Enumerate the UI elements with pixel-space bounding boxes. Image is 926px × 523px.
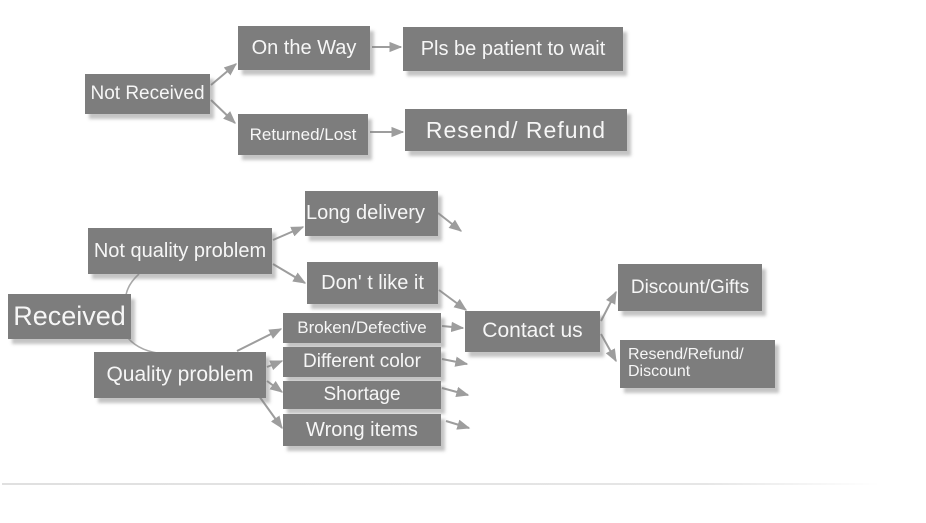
node-label: Not quality problem [93, 239, 267, 262]
node-label: Contact us [482, 319, 583, 343]
node-label: Don' t like it [321, 271, 424, 294]
arrow-differentcolor-contactus [441, 356, 469, 367]
arrow-longdelivery-contactus [437, 212, 463, 232]
node-dont-like-it: Don' t like it [307, 262, 438, 304]
node-label: On the Way [251, 36, 357, 59]
arrow-shortage-contactus [441, 386, 470, 397]
node-not-received: Not Received [85, 74, 210, 114]
node-label: Shortage [323, 384, 401, 406]
node-resend-refund: Resend/ Refund [405, 109, 627, 151]
node-resend-refund-discount: Resend/Refund/ Discount [620, 340, 775, 388]
arrow-quality-shortage [266, 380, 284, 393]
node-label: Long delivery [306, 202, 425, 224]
node-on-the-way: On the Way [238, 26, 370, 70]
node-different-color: Different color [283, 347, 441, 377]
arrow-notquality-longdelivery [272, 226, 305, 241]
node-label: Wrong items [306, 418, 418, 441]
node-label-line2: Discount [628, 363, 691, 380]
arrow-broken-contactus [441, 321, 465, 333]
node-label: Resend/ Refund [425, 116, 607, 143]
node-label: Returned/Lost [249, 124, 357, 144]
connector-received-notqualityproblem [125, 273, 140, 296]
arrow-notquality-dontlikeit [272, 263, 307, 284]
node-label: Not Received [90, 83, 205, 105]
node-pls-be-patient-to-wait: Pls be patient to wait [403, 27, 623, 71]
node-discount-gifts: Discount/Gifts [618, 264, 762, 311]
node-broken-defective: Broken/Defective [283, 313, 441, 343]
node-label: Discount/Gifts [630, 276, 750, 298]
node-label-line1: Resend/Refund/ [628, 346, 744, 364]
node-received: Received [8, 294, 131, 339]
node-label: Different color [303, 351, 421, 373]
node-label: Received [13, 301, 126, 332]
node-label: Quality problem [106, 362, 254, 386]
node-wrong-items: Wrong items [283, 414, 441, 446]
arrow-contactus-discountgifts [600, 290, 617, 322]
arrow-dontlikeit-contactus [438, 289, 468, 311]
arrow-notreceived-returnedlost [210, 99, 236, 124]
node-not-quality-problem: Not quality problem [88, 228, 272, 274]
node-quality-problem: Quality problem [94, 352, 266, 398]
node-label: Pls be patient to wait [420, 37, 606, 60]
arrow-wrongitems-contactus [445, 419, 471, 430]
arrow-quality-wrongitems [258, 395, 283, 430]
node-label: Broken/Defective [297, 318, 427, 338]
arrow-contactus-resendrefunddiscount [600, 333, 617, 363]
arrow-quality-differentcolor [266, 360, 284, 371]
node-long-delivery: Long delivery [305, 191, 438, 236]
page-bottom-edge-line [2, 483, 880, 485]
node-contact-us: Contact us [465, 311, 600, 352]
node-shortage: Shortage [283, 381, 441, 409]
arrow-notreceived-ontheway [210, 63, 237, 86]
arrow-quality-broken [236, 328, 283, 352]
node-returned-lost: Returned/Lost [238, 114, 368, 155]
